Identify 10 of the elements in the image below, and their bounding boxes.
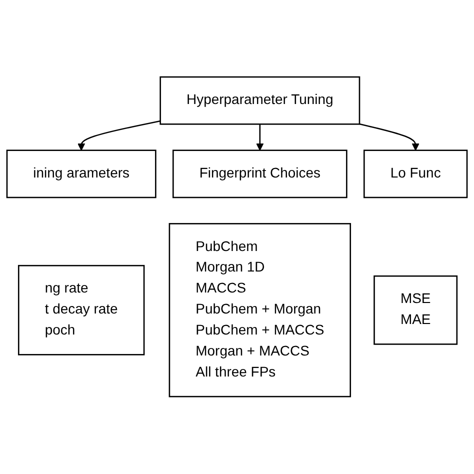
node-box: Fingerprint Choices [172, 150, 348, 198]
node-box: MSE MAE [374, 276, 458, 346]
node-box: ng rate t decay rate poch [18, 265, 145, 356]
node-box: ining arameters [6, 150, 156, 198]
arrow [78, 120, 160, 151]
arrow [359, 124, 420, 151]
node-box: PubChem Morgan 1D MACCS PubChem + Morgan PubChem + MACCS Morgan + MACCS All three FPs [168, 223, 352, 398]
node-box: Hyperparameter Tuning [160, 76, 360, 125]
node-box: Lo Func [363, 150, 468, 198]
arrow [256, 124, 264, 151]
